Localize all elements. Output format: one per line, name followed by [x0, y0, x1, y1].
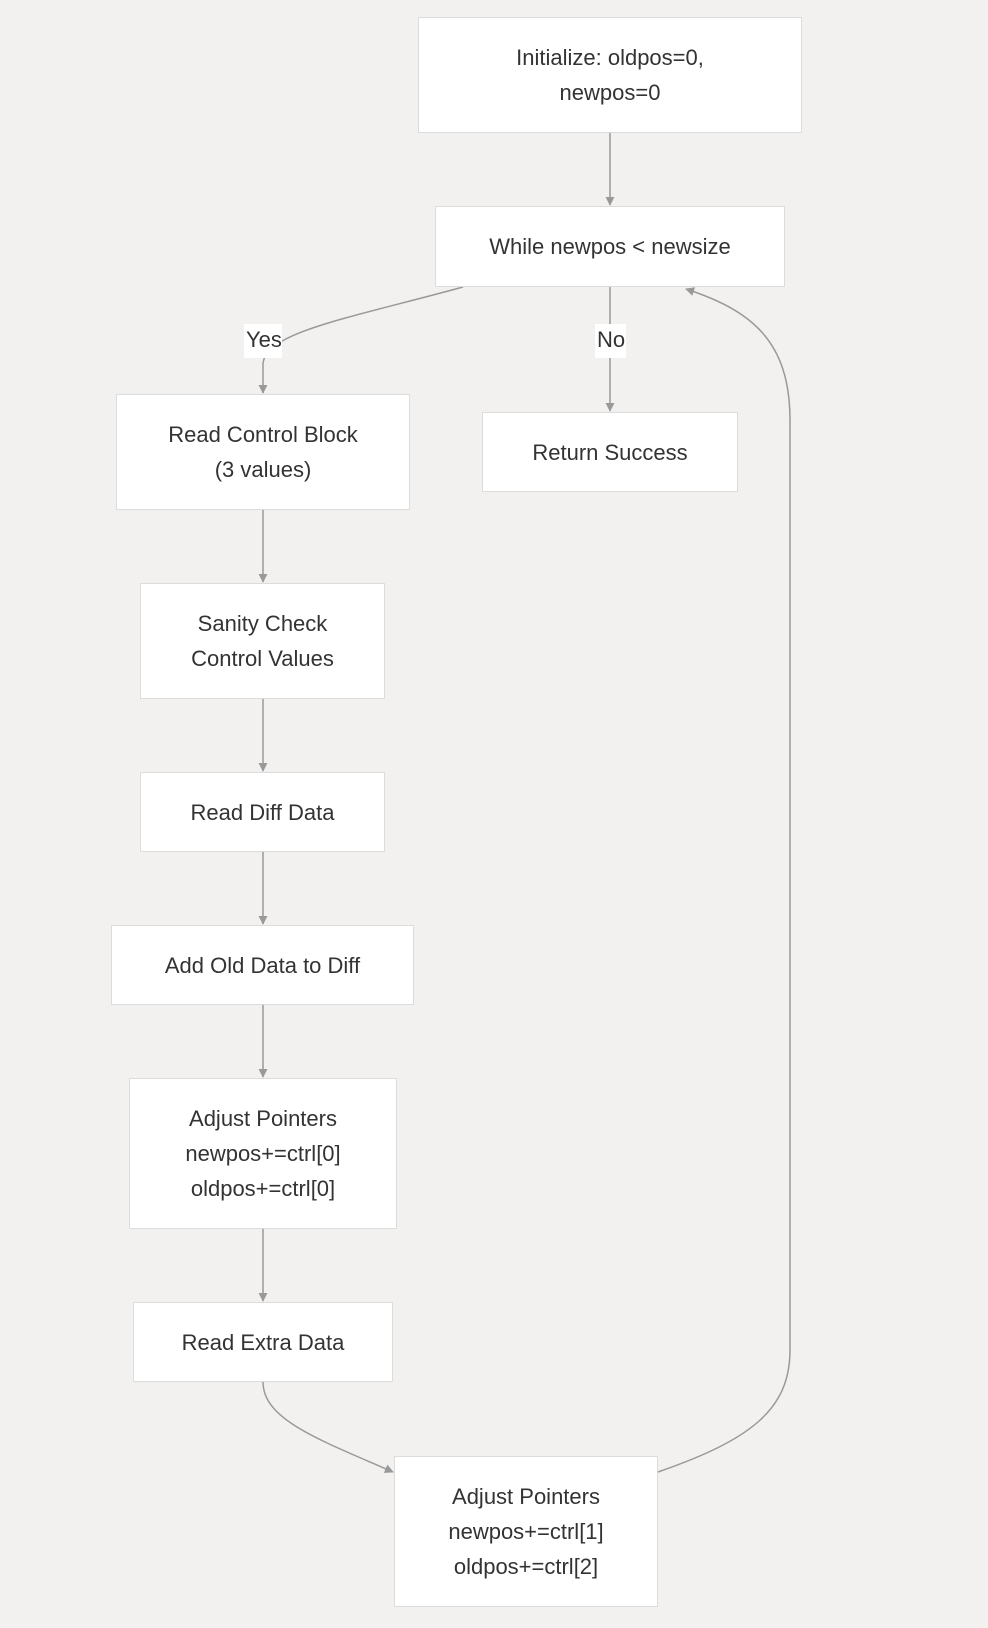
node-read-control-block[interactable]: Read Control Block (3 values) — [116, 394, 410, 510]
node-read-control-block-line1: Read Control Block — [168, 422, 358, 447]
edge-label-yes: Yes — [244, 324, 282, 358]
node-adjust-pointers-1-line1: Adjust Pointers — [189, 1106, 337, 1131]
node-read-extra-data[interactable]: Read Extra Data — [133, 1302, 393, 1382]
node-initialize[interactable]: Initialize: oldpos=0, newpos=0 — [418, 17, 802, 133]
node-sanity-check-line1: Sanity Check — [197, 611, 328, 636]
node-sanity-check-line2: Control Values — [191, 646, 334, 671]
edge-read-extra-to-adjust2 — [262, 1381, 394, 1473]
node-add-old-data[interactable]: Add Old Data to Diff — [111, 925, 414, 1005]
edge-label-no: No — [595, 324, 626, 358]
node-adjust-pointers-2-line2: newpos+=ctrl[1] — [448, 1519, 604, 1544]
node-while-loop-line1: While newpos < newsize — [489, 234, 731, 259]
node-while-loop[interactable]: While newpos < newsize — [435, 206, 785, 287]
node-adjust-pointers-1[interactable]: Adjust Pointers newpos+=ctrl[0] oldpos+=… — [129, 1078, 397, 1229]
node-adjust-pointers-2-line1: Adjust Pointers — [452, 1484, 600, 1509]
node-initialize-line2: newpos=0 — [559, 80, 661, 105]
node-read-diff-data[interactable]: Read Diff Data — [140, 772, 385, 852]
node-return-success[interactable]: Return Success — [482, 412, 738, 492]
node-adjust-pointers-2-line3: oldpos+=ctrl[2] — [453, 1554, 599, 1579]
node-adjust-pointers-1-line3: oldpos+=ctrl[0] — [190, 1176, 336, 1201]
edge-loop-to-read-control — [258, 286, 464, 394]
node-return-success-line1: Return Success — [532, 439, 688, 465]
node-read-control-block-line2: (3 values) — [214, 457, 312, 482]
node-initialize-line1: Initialize: oldpos=0, — [516, 45, 704, 70]
edge-adjust2-to-loop — [657, 287, 791, 1473]
node-add-old-data-line1: Add Old Data to Diff — [164, 952, 361, 978]
node-sanity-check[interactable]: Sanity Check Control Values — [140, 583, 385, 699]
node-read-diff-data-line1: Read Diff Data — [190, 799, 335, 825]
node-read-extra-data-line1: Read Extra Data — [181, 1329, 345, 1355]
node-adjust-pointers-2[interactable]: Adjust Pointers newpos+=ctrl[1] oldpos+=… — [394, 1456, 658, 1607]
node-adjust-pointers-1-line2: newpos+=ctrl[0] — [185, 1141, 341, 1166]
